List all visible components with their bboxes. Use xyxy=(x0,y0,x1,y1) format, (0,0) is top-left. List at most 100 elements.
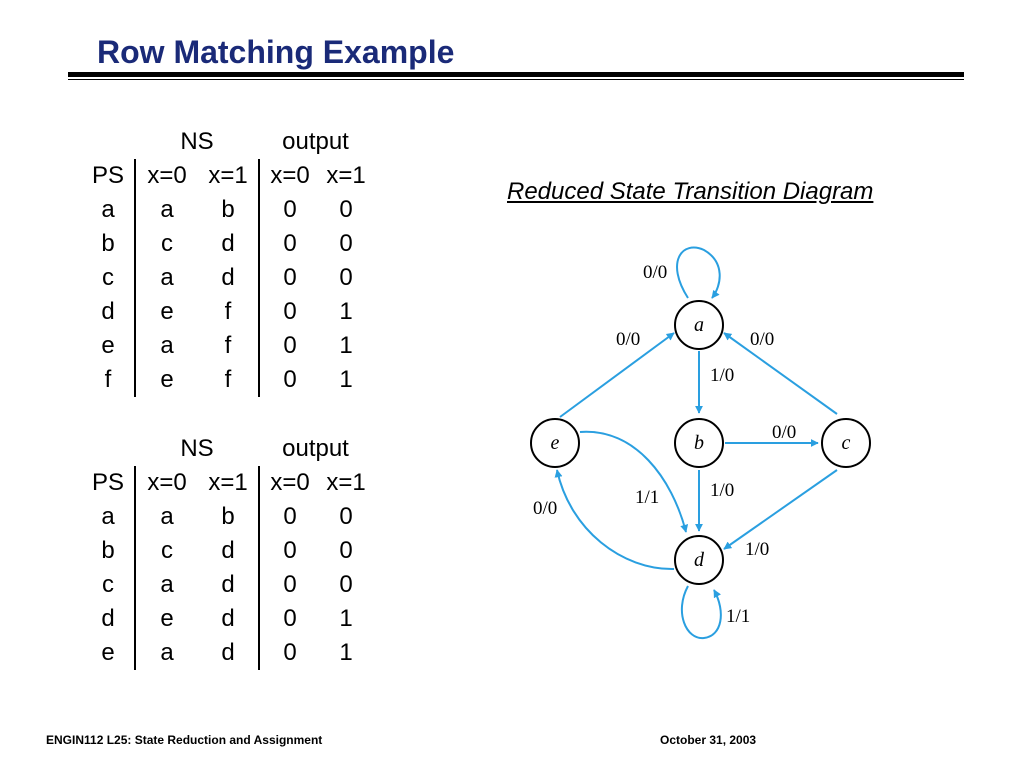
cell-out-x0: 0 xyxy=(258,534,320,568)
cell-ps: c xyxy=(102,264,114,291)
title-rule-thin xyxy=(68,79,964,80)
state-node-e xyxy=(530,418,580,468)
cell-out-x0: 0 xyxy=(258,193,320,227)
cell-ns-x1: d xyxy=(221,639,235,666)
state-node-b xyxy=(674,418,724,468)
cell-ns-x0: c xyxy=(134,534,198,568)
edge-label-c-d: 1/0 xyxy=(745,539,769,560)
cell-out-x1: 0 xyxy=(339,571,353,598)
cell-ns-x1: d xyxy=(221,537,235,564)
state-label-b: b xyxy=(694,432,704,454)
cell-out-x1: 1 xyxy=(339,366,353,393)
cell-ns-x0: e xyxy=(134,363,198,397)
edge-c-d xyxy=(723,469,838,550)
cell-ns-x1: b xyxy=(221,503,235,530)
table-row: a a b 0 0 xyxy=(82,500,372,534)
edge-c-a xyxy=(723,332,838,415)
ns-header: NS xyxy=(180,128,214,155)
cell-ns-x0: a xyxy=(134,329,198,363)
nodes: a b c d e xyxy=(530,300,871,585)
table-row: e a f 0 1 xyxy=(82,329,372,363)
cell-out-x1: 0 xyxy=(339,264,353,291)
edge-label-d-d: 1/1 xyxy=(726,606,750,627)
edge-label-d-e: 0/0 xyxy=(533,498,557,519)
cell-out-x1: 0 xyxy=(339,537,353,564)
cell-ns-x0: a xyxy=(134,636,198,670)
cell-ns-x0: e xyxy=(134,295,198,329)
col-out-x1: x=1 xyxy=(326,162,366,189)
edges xyxy=(554,246,838,640)
cell-ps: c xyxy=(102,571,114,598)
state-label-a: a xyxy=(694,314,704,336)
cell-ps: e xyxy=(101,332,115,359)
state-label-d: d xyxy=(694,549,705,571)
edge-label-b-d: 1/0 xyxy=(710,480,734,501)
cell-ps: d xyxy=(101,298,115,325)
state-table-1: NS output PS x=0 x=1 x=0 x=1 a a b 0 0 b… xyxy=(82,125,372,397)
cell-out-x0: 0 xyxy=(258,227,320,261)
cell-ns-x1: d xyxy=(221,264,235,291)
cell-ns-x1: d xyxy=(221,571,235,598)
cell-ns-x0: a xyxy=(134,261,198,295)
cell-ps: d xyxy=(101,605,115,632)
cell-out-x0: 0 xyxy=(258,500,320,534)
footer-date: October 31, 2003 xyxy=(660,733,757,747)
slide-title: Row Matching Example xyxy=(97,34,455,70)
state-label-e: e xyxy=(551,432,560,454)
cell-out-x1: 0 xyxy=(339,196,353,223)
cell-out-x1: 1 xyxy=(339,605,353,632)
table-row: e a d 0 1 xyxy=(82,636,372,670)
edge-label-a-b: 1/0 xyxy=(710,365,734,386)
cell-ns-x1: f xyxy=(224,366,232,393)
title-rule-thick xyxy=(68,72,964,77)
table-row: b c d 0 0 xyxy=(82,227,372,261)
col-ns-x0: x=0 xyxy=(134,466,198,500)
table-column-headers: PS x=0 x=1 x=0 x=1 xyxy=(82,159,372,193)
cell-out-x0: 0 xyxy=(258,261,320,295)
state-label-c: c xyxy=(842,432,851,454)
cell-out-x0: 0 xyxy=(258,295,320,329)
table-column-headers: PS x=0 x=1 x=0 x=1 xyxy=(82,466,372,500)
cell-ns-x0: a xyxy=(134,193,198,227)
edge-label-e-a: 0/0 xyxy=(616,329,640,350)
cell-ns-x1: b xyxy=(221,196,235,223)
cell-ns-x0: c xyxy=(134,227,198,261)
cell-out-x1: 1 xyxy=(339,639,353,666)
col-ns-x0: x=0 xyxy=(134,159,198,193)
col-ns-x1: x=1 xyxy=(208,469,248,496)
cell-ns-x0: a xyxy=(134,568,198,602)
col-out-x0: x=0 xyxy=(258,159,320,193)
cell-out-x0: 0 xyxy=(258,602,320,636)
table-row: c a d 0 0 xyxy=(82,568,372,602)
cell-ns-x0: e xyxy=(134,602,198,636)
col-ns-x1: x=1 xyxy=(208,162,248,189)
cell-ps: f xyxy=(104,366,112,393)
table-header-row: NS output xyxy=(82,432,372,466)
state-node-d xyxy=(674,535,724,585)
edge-a-a xyxy=(676,246,721,299)
footer-course: ENGIN112 L25: State Reduction and Assign… xyxy=(46,733,323,747)
cell-out-x1: 0 xyxy=(339,503,353,530)
table-row: b c d 0 0 xyxy=(82,534,372,568)
table-row: d e f 0 1 xyxy=(82,295,372,329)
table-row: d e d 0 1 xyxy=(82,602,372,636)
table-row: a a b 0 0 xyxy=(82,193,372,227)
state-table-2: NS output PS x=0 x=1 x=0 x=1 a a b 0 0 b… xyxy=(82,432,372,670)
cell-out-x0: 0 xyxy=(258,363,320,397)
cell-ps: e xyxy=(101,639,115,666)
cell-ns-x0: a xyxy=(134,500,198,534)
cell-ns-x1: f xyxy=(224,298,232,325)
diagram-title: Reduced State Transition Diagram xyxy=(507,178,874,205)
edge-label-e-d: 1/1 xyxy=(635,487,659,508)
edge-label-a-a: 0/0 xyxy=(643,262,667,283)
edge-d-e xyxy=(554,469,675,571)
ns-header: NS xyxy=(180,435,214,462)
col-out-x0: x=0 xyxy=(258,466,320,500)
col-ps: PS xyxy=(91,469,124,496)
cell-out-x1: 1 xyxy=(339,332,353,359)
cell-out-x0: 0 xyxy=(258,329,320,363)
state-node-a xyxy=(674,300,724,350)
cell-ps: b xyxy=(101,230,115,257)
cell-out-x1: 1 xyxy=(339,298,353,325)
